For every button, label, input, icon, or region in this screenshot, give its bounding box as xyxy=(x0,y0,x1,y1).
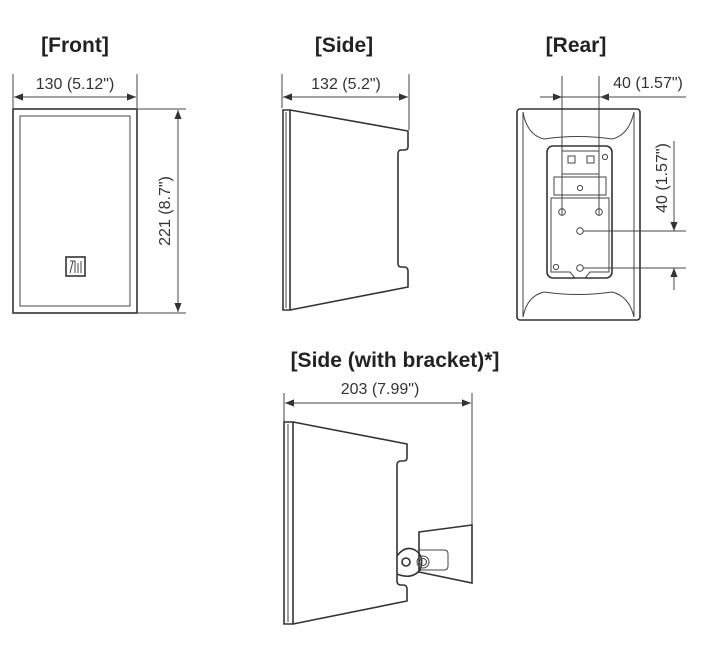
side-view: [Side] 132 (5.2") xyxy=(281,34,410,311)
screw-icon xyxy=(576,184,584,192)
logo-icon xyxy=(65,256,86,277)
rear-vertical-dimension: 40 (1.57") xyxy=(654,143,671,213)
front-title: [Front] xyxy=(41,34,109,57)
front-view: [Front] 130 (5.12") 221 (8.7") xyxy=(12,34,186,314)
rear-body xyxy=(516,108,641,321)
front-body xyxy=(12,108,138,314)
rear-title: [Rear] xyxy=(546,34,607,57)
bracket-depth-dimension: 203 (7.99") xyxy=(341,381,420,398)
rear-horizontal-dimension: 40 (1.57") xyxy=(613,75,683,92)
wall-bracket xyxy=(418,524,473,584)
bracket-speaker-body xyxy=(292,421,408,625)
front-height-dimension: 221 (8.7") xyxy=(157,176,174,246)
bracket-title: [Side (with bracket)*] xyxy=(291,349,500,372)
front-width-dimension: 130 (5.12") xyxy=(36,76,115,93)
side-with-bracket-view: [Side (with bracket)*] 203 (7.99") xyxy=(283,349,500,625)
speaker-terminal xyxy=(561,150,600,175)
side-body xyxy=(289,109,409,311)
front-grille xyxy=(19,115,131,307)
side-depth-dimension: 132 (5.2") xyxy=(311,76,381,93)
side-title: [Side] xyxy=(315,34,373,57)
bracket-knob-icon xyxy=(416,555,430,569)
rear-view: [Rear] 40 (1.57") 40 (1.57") xyxy=(516,34,686,321)
bracket-pivot xyxy=(396,547,423,578)
